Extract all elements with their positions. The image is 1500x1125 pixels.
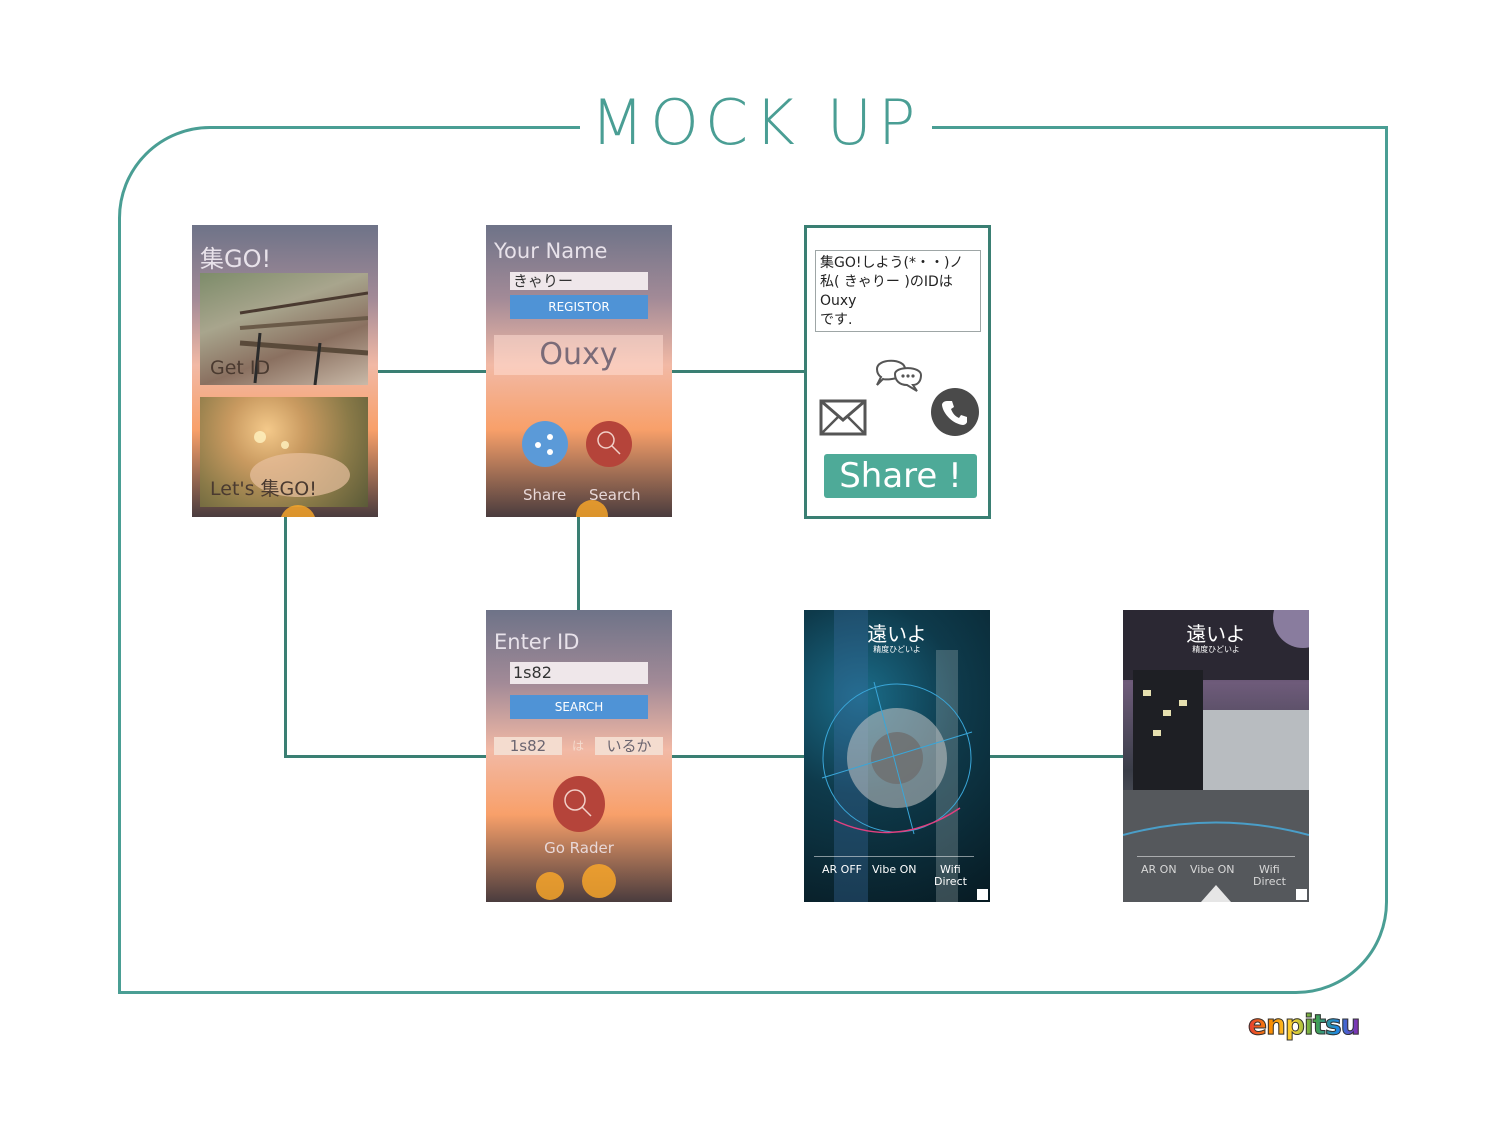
lets-go-card[interactable]: Let's 集GO! bbox=[200, 397, 368, 507]
accuracy-subtitle: 精度ひどいよ bbox=[1192, 645, 1240, 654]
name-input[interactable]: きゃりー bbox=[510, 272, 648, 290]
distance-title: 遠いよ bbox=[1186, 622, 1246, 646]
share-message-box[interactable]: 集GO!しよう(*・・)ノ 私( きゃりー )のIDは Ouxy です. bbox=[815, 250, 981, 332]
page-title: MOCK UP bbox=[590, 86, 922, 159]
share-button[interactable] bbox=[522, 421, 568, 467]
logo-text: enpitsu bbox=[1248, 1008, 1362, 1042]
result-status: いるか bbox=[595, 737, 663, 755]
register-screen: Your Name きゃりー REGISTOR Ouxy Share Searc… bbox=[486, 225, 672, 517]
id-display: Ouxy bbox=[494, 335, 663, 375]
result-particle: は bbox=[571, 739, 584, 753]
bg-light-streak bbox=[936, 650, 958, 902]
message-line-2: 私( きゃりー )のIDは bbox=[820, 274, 953, 290]
message-line-4: です. bbox=[820, 312, 853, 328]
connector-register-search bbox=[577, 517, 580, 611]
get-id-label: Get ID bbox=[210, 357, 271, 379]
enpitsu-logo: enpitsu bbox=[1248, 1008, 1362, 1042]
bokeh-light bbox=[536, 872, 564, 900]
share-icon bbox=[535, 434, 553, 455]
phone-icon[interactable] bbox=[931, 388, 981, 438]
radar-ar-on-screen: 遠いよ 精度ひどいよ AR ON Vibe ON Wifi Direct bbox=[1123, 610, 1309, 902]
your-name-heading: Your Name bbox=[494, 239, 608, 263]
distance-title: 遠いよ bbox=[867, 622, 927, 646]
connector-register-share bbox=[671, 370, 804, 373]
get-id-card[interactable]: Get ID bbox=[200, 273, 368, 385]
go-rader-label: Go Rader bbox=[544, 839, 614, 857]
wifi-line-2[interactable]: Direct bbox=[1253, 875, 1286, 888]
menu-icon[interactable] bbox=[1296, 889, 1307, 900]
bench-image bbox=[239, 291, 368, 385]
search-icon bbox=[597, 431, 621, 455]
wifi-line-2[interactable]: Direct bbox=[934, 875, 967, 888]
id-input[interactable]: 1s82 bbox=[510, 662, 648, 684]
share-submit-button[interactable]: Share ! bbox=[824, 454, 977, 498]
accuracy-subtitle: 精度ひどいよ bbox=[873, 645, 921, 654]
connector-home-search bbox=[284, 755, 486, 758]
chat-icon[interactable] bbox=[873, 352, 925, 394]
share-dialog-screen: 集GO!しよう(*・・)ノ 私( きゃりー )のIDは Ouxy です. Sha… bbox=[804, 225, 991, 519]
radar-display bbox=[821, 681, 973, 835]
search-label: Search bbox=[589, 486, 641, 504]
app-title: 集GO! bbox=[200, 245, 272, 273]
campus-photo bbox=[1123, 610, 1309, 902]
search-button[interactable] bbox=[586, 421, 632, 467]
vibe-toggle[interactable]: Vibe ON bbox=[1190, 863, 1235, 876]
footer-divider bbox=[1137, 856, 1295, 857]
share-label: Share bbox=[523, 486, 567, 504]
message-line-1: 集GO!しよう(*・・)ノ bbox=[820, 255, 964, 271]
enter-id-heading: Enter ID bbox=[494, 630, 580, 654]
footer-divider bbox=[814, 856, 974, 857]
ar-toggle[interactable]: AR OFF bbox=[822, 863, 862, 876]
connector-search-radar bbox=[671, 755, 805, 758]
search-screen: Enter ID 1s82 SEARCH 1s82 は いるか Go Rader bbox=[486, 610, 672, 902]
register-button[interactable]: REGISTOR bbox=[510, 295, 648, 319]
home-screen: 集GO! Get ID Let's 集GO! bbox=[192, 225, 378, 517]
bokeh-light bbox=[582, 864, 616, 898]
menu-icon[interactable] bbox=[977, 889, 988, 900]
go-rader-button[interactable] bbox=[553, 776, 605, 832]
radar-ar-off-screen: 遠いよ 精度ひどいよ AR OFF Vibe ON Wifi Direct bbox=[804, 610, 990, 902]
wifi-line-1[interactable]: Wifi bbox=[1259, 863, 1280, 876]
title-gap bbox=[580, 90, 932, 170]
message-line-3: Ouxy bbox=[820, 293, 857, 309]
bokeh-light bbox=[576, 500, 608, 517]
vibe-toggle[interactable]: Vibe ON bbox=[872, 863, 917, 876]
search-submit-button[interactable]: SEARCH bbox=[510, 695, 648, 719]
wifi-line-1[interactable]: Wifi bbox=[940, 863, 961, 876]
connector-home-down bbox=[284, 517, 287, 758]
connector-home-register bbox=[378, 370, 486, 373]
ar-toggle[interactable]: AR ON bbox=[1141, 863, 1177, 876]
search-icon bbox=[564, 789, 592, 817]
connector-radar-ar bbox=[990, 755, 1123, 758]
lets-go-label: Let's 集GO! bbox=[210, 478, 317, 500]
hand-image bbox=[250, 431, 350, 497]
bokeh-light bbox=[280, 505, 316, 517]
result-id: 1s82 bbox=[494, 737, 562, 755]
mail-icon[interactable] bbox=[819, 398, 869, 438]
